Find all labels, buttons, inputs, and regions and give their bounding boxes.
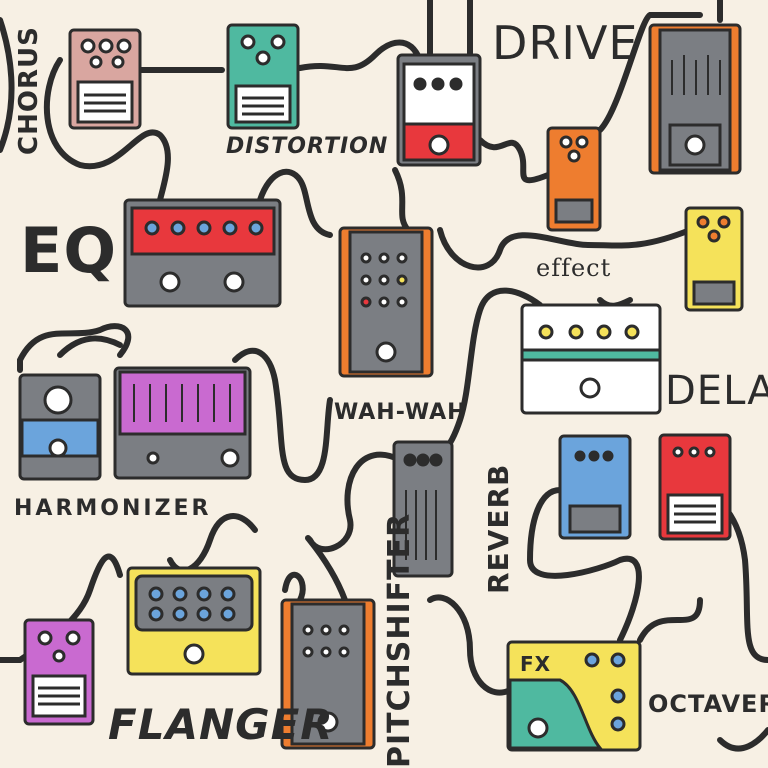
pitchshifter-pedal xyxy=(280,598,376,750)
reverb-pedal xyxy=(558,434,632,540)
eq-pedal xyxy=(123,198,282,308)
label-distortion: DISTORTION xyxy=(226,134,389,159)
label-drive: DRIVE xyxy=(492,16,639,70)
label-fx: FX xyxy=(520,652,552,676)
cables xyxy=(0,0,768,752)
white-red-pedal xyxy=(396,53,482,167)
octaver-pedal xyxy=(506,640,642,752)
harmonizer-pedal xyxy=(113,366,252,480)
purple-pedal xyxy=(23,618,95,726)
red-pedal xyxy=(658,433,732,541)
label-pitchshifter: PITCHSHIFTER xyxy=(382,512,417,768)
yellow-effect-pedal xyxy=(684,206,744,312)
chorus-pedal xyxy=(68,28,142,130)
harmonizer-knob-pedal xyxy=(18,373,102,481)
wah-wah-pedal xyxy=(338,226,434,378)
label-chorus: CHORUS xyxy=(14,26,44,155)
delay-pedal xyxy=(520,303,662,415)
drive-pedal xyxy=(648,23,742,175)
label-wah-wah: WAH-WAH xyxy=(334,400,467,425)
label-eq: EQ xyxy=(20,214,118,287)
label-octaver: OCTAVER xyxy=(648,690,768,718)
label-harmonizer: HARMONIZER xyxy=(14,496,212,521)
label-reverb: REVERB xyxy=(482,463,515,594)
flanger-pedal xyxy=(126,566,262,676)
orange-drive-pedal xyxy=(546,126,602,232)
label-effect: effect xyxy=(536,254,612,282)
expression-pedal xyxy=(392,440,454,578)
label-delay: DELAY xyxy=(665,368,768,414)
distortion-pedal xyxy=(226,23,300,130)
label-flanger: FLANGER xyxy=(108,700,334,749)
